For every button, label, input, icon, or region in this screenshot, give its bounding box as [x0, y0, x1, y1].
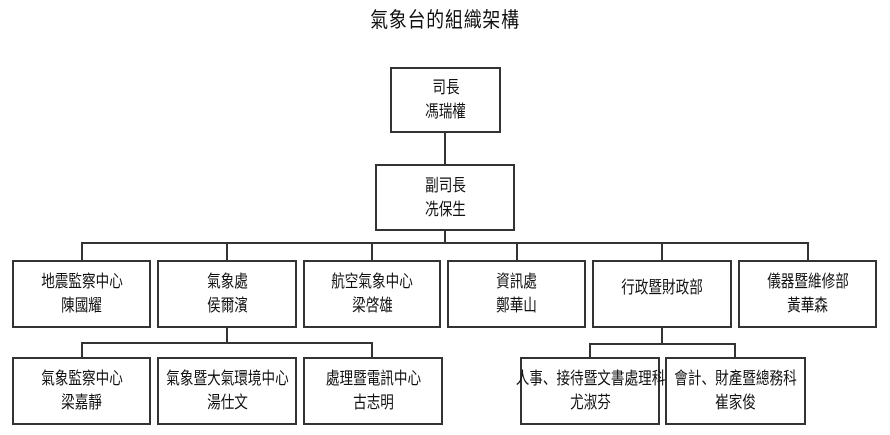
connector: [734, 343, 736, 357]
connector: [589, 343, 735, 345]
department-title: 儀器暨維修部: [766, 272, 849, 292]
unit-title: 氣象監察中心: [40, 369, 123, 389]
department-box: 資訊處 鄭華山: [447, 260, 586, 328]
person-name: 鄭華山: [496, 296, 537, 316]
unit-title: 人事、接待暨文書處理科: [515, 369, 665, 389]
person-name: 梁嘉靜: [61, 393, 102, 413]
department-box: 地震監察中心 陳國耀: [12, 260, 151, 328]
person-name: 侯爾濱: [206, 296, 248, 316]
connector: [226, 327, 228, 342]
department-box: 氣象處 侯爾濱: [157, 260, 297, 328]
unit-title: 處理暨電訊中心: [325, 369, 421, 389]
connector: [589, 343, 591, 357]
director-box: 司長 馮瑞權: [390, 67, 501, 133]
person-name: 馮瑞權: [425, 102, 466, 122]
connector: [81, 342, 372, 344]
person-name: 黃華森: [787, 296, 828, 316]
connector: [516, 242, 518, 260]
person-name: 梁啓雄: [351, 296, 393, 316]
connector: [661, 327, 663, 343]
connector: [444, 230, 446, 242]
person-name: 尤淑芬: [569, 393, 611, 413]
unit-title: 氣象暨大氣環境中心: [165, 369, 289, 389]
person-name: 古志明: [352, 393, 394, 413]
department-title: 地震監察中心: [40, 272, 123, 292]
connector: [371, 242, 373, 260]
connector: [661, 242, 663, 260]
department-box: 行政暨財政部: [592, 260, 732, 328]
person-name: 冼保生: [424, 199, 466, 220]
person-name: 崔家俊: [715, 393, 756, 413]
department-box: 航空氣象中心 梁啓雄: [303, 260, 441, 328]
unit-box: 人事、接待暨文書處理科 尤淑芬: [515, 357, 665, 425]
connector: [444, 132, 446, 164]
unit-box: 氣象監察中心 梁嘉靜: [12, 357, 151, 425]
connector: [371, 342, 373, 357]
department-title: 資訊處: [496, 272, 537, 292]
person-name: 湯仕文: [206, 393, 248, 413]
unit-box: 處理暨電訊中心 古志明: [303, 357, 443, 425]
unit-box: 氣象暨大氣環境中心 湯仕文: [157, 357, 297, 425]
connector: [81, 342, 83, 357]
department-box: 儀器暨維修部 黃華森: [738, 260, 877, 328]
unit-box: 會計、財產暨總務科 崔家俊: [665, 357, 806, 425]
connector: [807, 242, 809, 260]
position-title: 副司長: [424, 175, 466, 196]
position-title: 司長: [431, 78, 460, 98]
department-title: 行政暨財政部: [621, 278, 703, 298]
person-name: 陳國耀: [61, 296, 102, 316]
department-title: 航空氣象中心: [331, 272, 413, 292]
connector: [81, 242, 808, 244]
connector: [226, 242, 228, 260]
connector: [81, 242, 83, 260]
department-title: 氣象處: [206, 272, 248, 292]
chart-title: 氣象台的組織架構: [370, 8, 520, 32]
deputy-box: 副司長 冼保生: [375, 164, 515, 231]
unit-title: 會計、財產暨總務科: [674, 369, 797, 389]
